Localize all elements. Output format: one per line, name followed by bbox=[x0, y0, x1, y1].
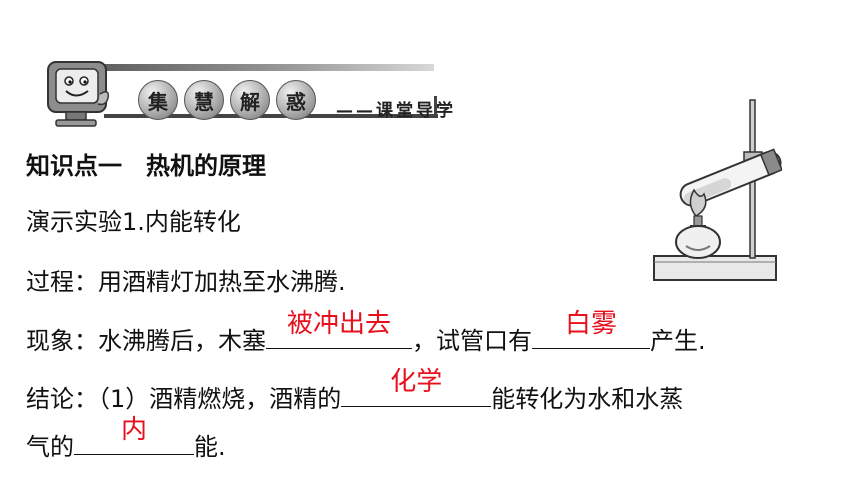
conclusion-line-2: 气的 内能. bbox=[26, 415, 226, 463]
seal-character-4: 惑 bbox=[276, 80, 316, 120]
section-banner: 集 慧 解 惑 bbox=[44, 56, 438, 132]
answer-text-1: 被冲出去 bbox=[286, 309, 391, 339]
banner-bar bbox=[84, 64, 438, 118]
phenomenon-middle: ，试管口有 bbox=[412, 327, 532, 355]
banner-subtitle: ——课堂导学 bbox=[336, 101, 456, 121]
demo-title-text: 演示实验1.内能转化 bbox=[26, 208, 241, 236]
answer-blank-2: 白雾 bbox=[532, 309, 650, 349]
seal-character-2: 慧 bbox=[184, 80, 224, 120]
answer-blank-3: 化学 bbox=[341, 367, 492, 407]
answer-blank-4: 内 bbox=[74, 415, 194, 455]
conclusion-line-1: 结论：（1）酒精燃烧，酒精的 化学能转化为水和水蒸 bbox=[26, 367, 684, 415]
demo-title: 演示实验1.内能转化 bbox=[26, 206, 241, 238]
conclusion-suffix: 能转化为水和水蒸 bbox=[491, 385, 684, 413]
phenomenon-line: 现象：水沸腾后，木塞被冲出去 ，试管口有 白雾产生. bbox=[26, 309, 706, 357]
conclusion-line2-prefix: 气的 bbox=[26, 433, 74, 461]
conclusion-prefix: 结论：（1）酒精燃烧，酒精的 bbox=[26, 385, 342, 413]
answer-text-2: 白雾 bbox=[564, 309, 617, 339]
answer-blank-1: 被冲出去 bbox=[266, 309, 412, 349]
phenomenon-prefix: 现象：水沸腾后，木塞 bbox=[26, 327, 266, 355]
conclusion-line2-suffix: 能. bbox=[194, 433, 226, 461]
phenomenon-suffix: 产生. bbox=[650, 327, 706, 355]
seal-character-3: 解 bbox=[230, 80, 270, 120]
computer-monitor-mascot-icon bbox=[47, 61, 110, 127]
seal-character-1: 集 bbox=[138, 80, 178, 120]
test-tube-alcohol-lamp-stand-illustration bbox=[653, 99, 782, 281]
answer-text-3: 化学 bbox=[390, 367, 443, 397]
answer-text-4: 内 bbox=[120, 415, 147, 445]
section-heading: 知识点一 热机的原理 bbox=[26, 152, 266, 180]
process-line: 过程：用酒精灯加热至水沸腾. bbox=[26, 268, 346, 296]
